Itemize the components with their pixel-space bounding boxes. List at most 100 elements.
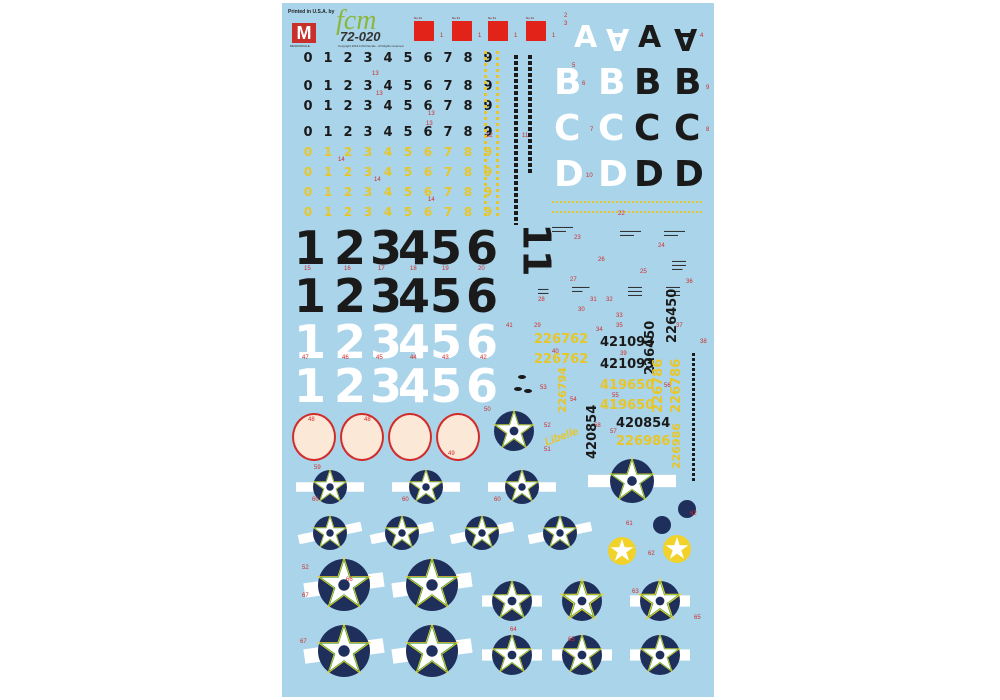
marker-1: 1 bbox=[552, 33, 556, 39]
marker-30: 30 bbox=[578, 307, 585, 313]
insignia-center-dot bbox=[627, 476, 637, 486]
marker-14: 14 bbox=[428, 197, 435, 203]
marker-10: 10 bbox=[586, 173, 593, 179]
white-letter-d: D bbox=[554, 154, 584, 195]
marker-35: 35 bbox=[616, 323, 623, 329]
printed-in-label: Printed in U.S.A. by bbox=[288, 9, 335, 15]
marker-29: 29 bbox=[534, 323, 541, 329]
marker-27: 27 bbox=[570, 277, 577, 283]
insignia-center-dot bbox=[518, 483, 526, 491]
insignia-center-dot bbox=[398, 529, 406, 537]
marker-49: 49 bbox=[448, 451, 455, 457]
nose-art-decal bbox=[436, 413, 480, 461]
insignia-star bbox=[610, 539, 634, 561]
black-letter-b: B bbox=[634, 62, 662, 103]
black-letter-d: D bbox=[674, 154, 704, 195]
marker-66: 66 bbox=[346, 577, 353, 583]
serial-yellow: 419650 bbox=[600, 398, 655, 413]
big-white-digit: 1 bbox=[294, 315, 327, 369]
serial-yellow: 226762 bbox=[534, 352, 589, 367]
decal-sheet: Printed in U.S.A. by M MICROSCALE fcm 72… bbox=[282, 3, 714, 697]
marker-33: 33 bbox=[616, 313, 623, 319]
marker-39: 39 bbox=[620, 351, 627, 357]
big-white-digit: 3 bbox=[370, 315, 403, 369]
marker-31: 31 bbox=[590, 297, 597, 303]
insignia-center-dot bbox=[577, 650, 587, 660]
big-white-digit: 4 bbox=[398, 359, 431, 413]
marker-2: 2 bbox=[564, 13, 568, 19]
insignia-center-dot bbox=[422, 483, 430, 491]
marker-37: 37 bbox=[676, 323, 683, 329]
stencil-text-block: ▬▬▬▬▬▬ bbox=[538, 287, 549, 295]
stencil-text-block: ▬▬▬▬▬▬▬▬▬▬ bbox=[620, 229, 641, 237]
big-white-digit: 1 bbox=[294, 359, 327, 413]
white-letter-d: D bbox=[598, 154, 628, 195]
yellow-stencil-strip bbox=[496, 51, 502, 216]
serial-yellow: 419650 bbox=[600, 378, 655, 393]
big-white-digit: 3 bbox=[370, 359, 403, 413]
stencil-text-block: ▬▬▬▬▬▬▬▬▬▬▬▬ bbox=[628, 285, 642, 297]
insignia-center-dot bbox=[426, 645, 438, 657]
marker-13: 13 bbox=[376, 91, 383, 97]
insignia-center-dot bbox=[577, 596, 587, 606]
insignia-center-dot bbox=[338, 645, 350, 657]
white-letter-a: A bbox=[574, 20, 598, 55]
marker-7: 7 bbox=[590, 127, 594, 133]
marker-58: 58 bbox=[594, 423, 601, 429]
marker-13: 13 bbox=[426, 121, 433, 127]
marker-57: 57 bbox=[610, 429, 617, 435]
big-white-digit: 6 bbox=[466, 359, 499, 413]
marker-42: 42 bbox=[480, 355, 487, 361]
marker-28: 28 bbox=[538, 297, 545, 303]
black-stencil-strip bbox=[692, 353, 695, 483]
big-white-digit: 5 bbox=[430, 359, 463, 413]
marker-14: 14 bbox=[374, 177, 381, 183]
nose-art-decal bbox=[388, 413, 432, 461]
marker-55: 55 bbox=[612, 393, 619, 399]
marker-62: 62 bbox=[648, 551, 655, 557]
yellow-stencil-strip bbox=[484, 51, 490, 216]
serial-black: 421093 bbox=[600, 335, 655, 350]
stencil-text-block: ▬▬▬▬▬▬▬▬▬▬ bbox=[552, 225, 573, 233]
marker-6: 6 bbox=[582, 81, 586, 87]
black-oval-decal bbox=[524, 389, 532, 393]
marker-34: 34 bbox=[596, 327, 603, 333]
marker-64: 64 bbox=[510, 627, 517, 633]
marker-15: 15 bbox=[304, 266, 311, 272]
marker-47: 47 bbox=[302, 355, 309, 361]
marker-16: 16 bbox=[344, 266, 351, 272]
marker-41: 41 bbox=[506, 323, 513, 329]
marker-1: 1 bbox=[440, 33, 444, 39]
marker-14: 14 bbox=[338, 157, 345, 163]
marker-17: 17 bbox=[378, 266, 385, 272]
marker-50: 50 bbox=[484, 407, 491, 413]
marker-45: 45 bbox=[376, 355, 383, 361]
marker-63: 63 bbox=[632, 589, 639, 595]
nose-art-decal bbox=[340, 413, 384, 461]
insignia-center-dot bbox=[655, 650, 665, 660]
insignia-center-dot bbox=[478, 529, 486, 537]
small-roundel bbox=[653, 516, 671, 534]
marker-22: 22 bbox=[618, 211, 625, 217]
big-white-digit: 4 bbox=[398, 315, 431, 369]
fcm-logo: fcm bbox=[336, 5, 377, 36]
white-letter-c: C bbox=[554, 108, 581, 149]
marker-40: 40 bbox=[552, 349, 559, 355]
marker-44: 44 bbox=[410, 355, 417, 361]
product-code: 72-020 bbox=[340, 29, 381, 44]
marker-13: 13 bbox=[372, 71, 379, 77]
serial-yellow: 226986 bbox=[616, 434, 671, 449]
insignia-center-dot bbox=[426, 579, 438, 591]
stencil-text-block: ▬▬▬▬▬▬▬▬ bbox=[572, 285, 590, 293]
black-oval-decal bbox=[518, 375, 526, 379]
marker-24: 24 bbox=[658, 243, 665, 249]
big-black-digit: 6 bbox=[466, 269, 499, 323]
copyright-text: Copyright 2016 FCM Decals - All Rights r… bbox=[338, 44, 404, 48]
marker-1: 1 bbox=[478, 33, 482, 39]
marker-38: 38 bbox=[700, 339, 707, 345]
marker-60: 60 bbox=[494, 497, 501, 503]
small-roundel bbox=[678, 500, 696, 518]
marker-67: 67 bbox=[302, 593, 309, 599]
